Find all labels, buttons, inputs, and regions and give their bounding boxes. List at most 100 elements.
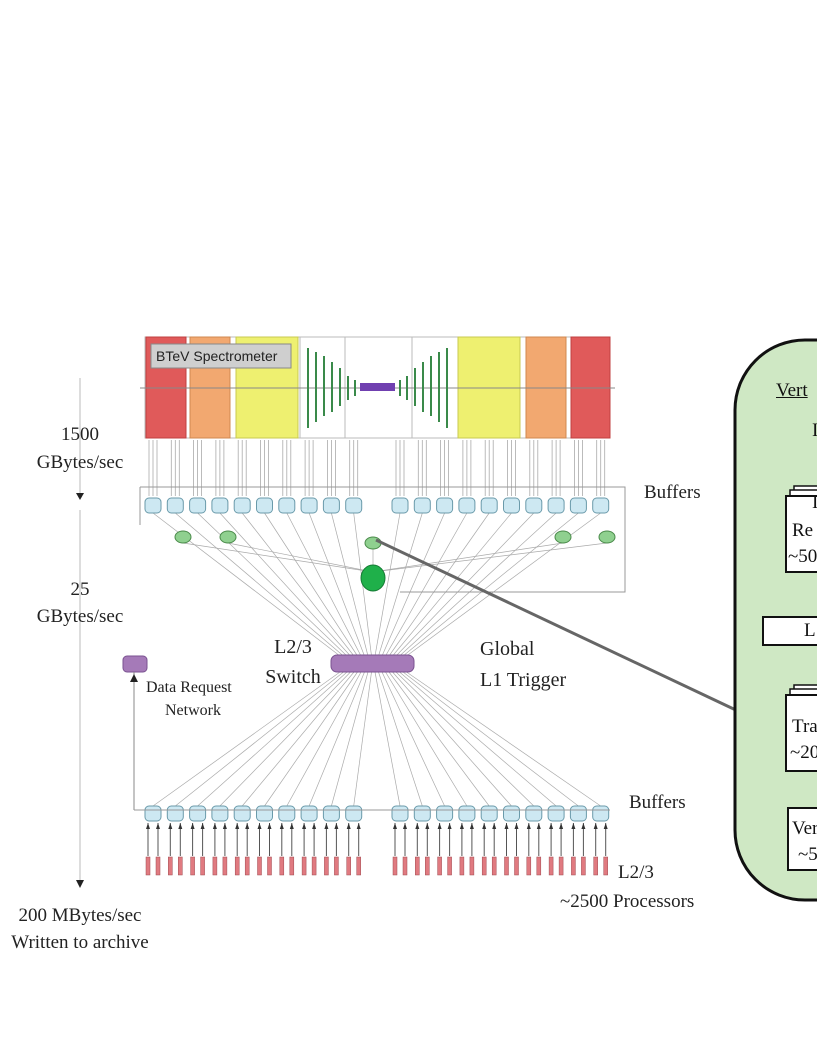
stack-1-line1: I	[812, 492, 817, 513]
processor-arrow	[482, 823, 487, 829]
stack-3-line1: Ver	[792, 818, 817, 839]
arrow-head	[76, 880, 84, 888]
processor-arrow	[549, 823, 554, 829]
processor-arrow	[469, 823, 474, 829]
processor-arrow	[222, 823, 227, 829]
switch-input-line	[264, 512, 358, 657]
buffer-top	[436, 497, 454, 514]
processor-arrow	[178, 823, 183, 829]
processor-arrow	[312, 823, 317, 829]
processor-arrow	[346, 823, 351, 829]
buffer-top	[458, 497, 476, 514]
l1-node	[598, 530, 616, 544]
processor	[234, 856, 240, 876]
processor	[168, 856, 173, 876]
processor	[437, 856, 442, 876]
spectrometer: BTeV Spectrometer	[140, 336, 615, 439]
processor-arrow	[603, 823, 608, 829]
processor	[481, 856, 487, 876]
buffer-bottom	[211, 805, 229, 822]
switch-input-line	[406, 512, 601, 657]
rate-200-unit: Written to archive	[11, 932, 148, 953]
switch-output-line	[331, 671, 369, 807]
switch-output-line	[385, 671, 468, 807]
data-request-label-line2: Network	[165, 702, 221, 719]
processor-arrow	[267, 823, 272, 829]
processor	[257, 856, 262, 876]
stack-2-card	[785, 694, 817, 772]
processor	[491, 856, 497, 876]
processor	[311, 856, 317, 876]
processor-arrow	[459, 823, 464, 829]
switch-output-line	[219, 671, 351, 807]
rate-25-value: 25	[71, 579, 90, 600]
switch-output-line	[308, 671, 365, 807]
buffer-bottom	[458, 805, 476, 822]
switch-output-line	[241, 671, 355, 807]
processor	[536, 856, 542, 876]
l1-node	[174, 530, 192, 544]
buffer-top	[569, 497, 587, 514]
global-l1-trigger	[360, 564, 386, 592]
l1-node	[364, 536, 382, 550]
rate-1500-unit: GBytes/sec	[37, 452, 124, 473]
buffers-top	[144, 497, 610, 514]
data-request-label-line1: Data Request	[146, 679, 232, 696]
global-trigger-label-line2: L1 Trigger	[480, 669, 566, 691]
switch-output-line	[402, 671, 579, 807]
switch-output-line	[353, 671, 372, 807]
processor-arrow	[168, 823, 173, 829]
node-to-global-line	[372, 542, 564, 573]
rate-axis	[76, 378, 84, 888]
processor-arrow	[437, 823, 442, 829]
l1-processor-nodes	[174, 530, 616, 550]
stack-3-line2: ~5	[798, 844, 817, 865]
switch-output-line	[388, 671, 490, 807]
buffer-bottom	[166, 805, 184, 822]
switch-output-line	[286, 671, 362, 807]
processor-arrow	[212, 823, 217, 829]
stack-1-line3: ~50	[788, 546, 817, 567]
processor-arrow	[245, 823, 250, 829]
data-request-arrow-head	[130, 674, 138, 682]
buffer-top	[547, 497, 565, 514]
node-to-global-line	[182, 542, 374, 573]
processor	[190, 856, 195, 876]
processor	[558, 856, 564, 876]
processor-arrow	[492, 823, 497, 829]
processor	[425, 856, 430, 876]
buffer-bottom	[233, 805, 251, 822]
buffer-top	[256, 497, 273, 514]
switch-output-line	[152, 671, 341, 807]
buffer-bottom	[592, 805, 610, 822]
processor	[548, 856, 554, 876]
processor-arrow	[536, 823, 541, 829]
l2-3-processors	[145, 823, 608, 876]
buffer-top	[413, 497, 431, 514]
buffer-bottom	[569, 805, 587, 822]
buffers-bottom	[144, 805, 610, 822]
interaction-region	[360, 383, 395, 391]
buffer-bottom	[256, 805, 273, 822]
switch-fan-lines	[152, 512, 608, 807]
stack-1-card	[785, 495, 817, 573]
buffers-bottom-label: Buffers	[629, 792, 686, 813]
vertex-trigger-panel	[733, 338, 817, 902]
processor-arrow	[403, 823, 407, 829]
processor	[178, 856, 183, 876]
switch-input-line	[392, 512, 512, 657]
trigger-enclosure	[140, 486, 626, 593]
processor-arrow	[504, 823, 509, 829]
processor-arrow	[559, 823, 564, 829]
processor	[459, 856, 465, 876]
switch-label-line1: L2/3	[274, 636, 312, 658]
processor	[346, 856, 351, 876]
processor	[267, 856, 272, 876]
processor	[244, 856, 250, 876]
processor	[593, 856, 598, 876]
l1-node	[554, 530, 572, 544]
processor-arrow	[156, 823, 160, 829]
processor-arrow	[425, 823, 430, 829]
buffer-top	[300, 497, 318, 514]
